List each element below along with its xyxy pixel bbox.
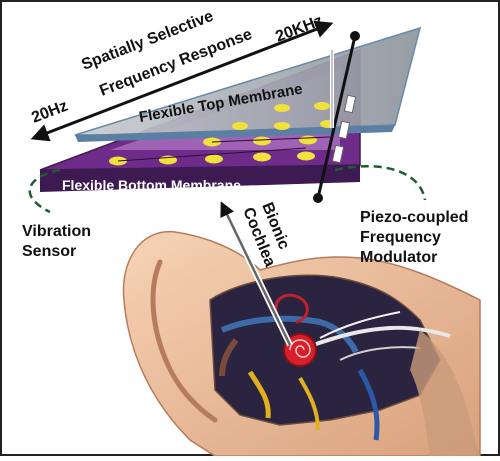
piezo-callout xyxy=(334,165,427,201)
label-piezo-1: Piezo-coupled xyxy=(360,209,468,226)
vibration-sensor-callout xyxy=(28,168,61,214)
ear-illustration xyxy=(122,231,481,457)
nerve-fiber xyxy=(319,311,401,339)
ossicle-chain xyxy=(247,370,271,419)
auditory-nerve xyxy=(315,325,451,346)
ear-canal xyxy=(220,315,359,354)
label-vibration-2: Sensor xyxy=(22,243,76,260)
bionic-cochlea-arrow xyxy=(220,201,292,346)
helix-fold xyxy=(150,259,218,423)
label-vibration-1: Vibration xyxy=(22,223,91,240)
frequency-axis-arrow xyxy=(30,20,334,142)
inner-ear-cavity xyxy=(209,274,441,426)
cochlea xyxy=(274,293,317,367)
vessel xyxy=(357,368,380,441)
label-piezo-2: Frequency xyxy=(360,229,441,246)
bottom-membrane-edge xyxy=(40,165,360,192)
label-piezo-3: Modulator xyxy=(360,249,437,266)
label-bottom-membrane: Flexible Bottom Membrane xyxy=(62,177,241,193)
